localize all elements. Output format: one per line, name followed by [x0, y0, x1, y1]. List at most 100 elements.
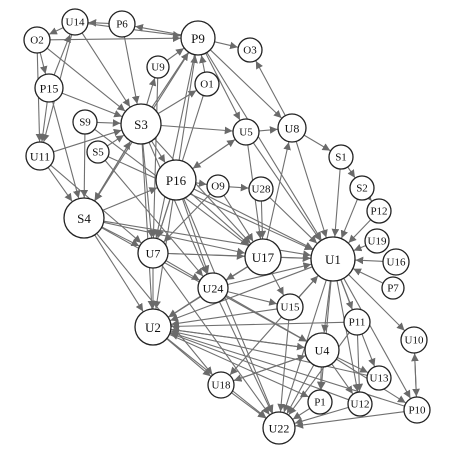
- node-label: U28: [252, 184, 271, 196]
- edge-u28-to-u17: [258, 200, 267, 239]
- node-u22[interactable]: U22: [262, 411, 296, 445]
- edge-s5-to-u24: [104, 160, 204, 277]
- node-circle: [277, 113, 307, 143]
- node-s3[interactable]: S3: [120, 103, 162, 145]
- node-label: P7: [387, 283, 399, 295]
- edge-s3-to-p16: [151, 140, 166, 163]
- edge-p15-to-s3: [61, 92, 123, 118]
- node-circle: [194, 71, 220, 97]
- edge-p6-to-u14: [88, 19, 110, 27]
- node-s2[interactable]: S2: [349, 175, 375, 201]
- edge-s4-to-u2: [94, 234, 144, 312]
- node-u11[interactable]: U11: [25, 141, 55, 171]
- node-u5[interactable]: U5: [232, 118, 260, 146]
- node-p6[interactable]: P6: [108, 10, 136, 38]
- edge-p16-to-u5: [192, 139, 236, 170]
- node-s4[interactable]: S4: [63, 197, 105, 239]
- node-o2[interactable]: O2: [23, 26, 51, 54]
- edge-u15-to-u22: [277, 319, 290, 412]
- node-label: S5: [92, 147, 104, 159]
- node-u17[interactable]: U17: [244, 238, 282, 276]
- edge-u2-to-u18: [166, 338, 212, 377]
- edge-p11-to-u2: [171, 321, 345, 331]
- edge-s2-to-p12: [363, 192, 373, 202]
- node-u10[interactable]: U10: [400, 326, 428, 354]
- edge-u9-to-u7: [149, 77, 159, 238]
- node-u28[interactable]: U28: [248, 176, 274, 202]
- node-label: S2: [356, 183, 368, 195]
- node-circle: [237, 37, 263, 63]
- node-s5[interactable]: S5: [86, 140, 110, 164]
- node-p16[interactable]: P16: [155, 159, 197, 201]
- node-u2[interactable]: U2: [134, 308, 172, 346]
- edge-u5-to-u1: [252, 142, 321, 241]
- node-circle: [366, 365, 392, 391]
- node-circle: [207, 371, 235, 399]
- node-label: U14: [66, 17, 85, 29]
- node-circle: [310, 236, 356, 282]
- edges-layer: [35, 19, 420, 429]
- node-u9[interactable]: U9: [146, 55, 170, 79]
- edge-u28-to-u1: [269, 197, 318, 244]
- node-u4[interactable]: U4: [304, 332, 340, 368]
- node-o1[interactable]: O1: [194, 71, 220, 97]
- node-s1[interactable]: S1: [328, 144, 354, 170]
- edge-p16-to-u1: [193, 188, 314, 250]
- node-p10[interactable]: P10: [403, 396, 431, 424]
- node-circle: [381, 276, 405, 300]
- node-u1[interactable]: U1: [310, 236, 356, 282]
- node-label: U1: [325, 252, 341, 267]
- edge-p10-to-u10: [411, 353, 419, 398]
- node-circle: [72, 109, 98, 135]
- edge-s3-to-u2: [141, 143, 156, 309]
- node-label: U11: [30, 150, 50, 164]
- node-u18[interactable]: U18: [207, 371, 235, 399]
- node-label: U15: [281, 302, 300, 314]
- node-u14[interactable]: U14: [61, 8, 89, 36]
- edge-u7-to-u24: [165, 260, 200, 281]
- node-p12[interactable]: P12: [366, 198, 392, 224]
- node-label: P9: [191, 31, 205, 46]
- node-circle: [108, 10, 136, 38]
- edge-u7-to-u22: [161, 264, 270, 415]
- node-u13[interactable]: U13: [366, 365, 392, 391]
- node-o3[interactable]: O3: [237, 37, 263, 63]
- edge-s4-to-p16: [102, 187, 158, 211]
- node-u7[interactable]: U7: [137, 237, 169, 269]
- node-o9[interactable]: O9: [206, 174, 230, 198]
- node-u12[interactable]: U12: [347, 391, 373, 417]
- edge-o2-to-p15: [39, 52, 48, 75]
- node-circle: [382, 248, 410, 276]
- edge-p9-to-u1: [206, 52, 322, 241]
- node-u19[interactable]: U19: [364, 228, 390, 254]
- edge-p16-to-o9: [195, 179, 207, 188]
- node-circle: [134, 308, 172, 346]
- node-s9[interactable]: S9: [72, 109, 98, 135]
- node-circle: [86, 140, 110, 164]
- edge-p9-to-u5: [205, 52, 241, 121]
- edge-s4-to-u17: [103, 221, 246, 256]
- node-p7[interactable]: P7: [381, 276, 405, 300]
- node-u16[interactable]: U16: [382, 248, 410, 276]
- edge-u24-to-u15: [227, 291, 278, 306]
- edge-s2-to-u1: [340, 198, 359, 239]
- node-u24[interactable]: U24: [197, 272, 229, 304]
- node-p9[interactable]: P9: [180, 20, 216, 56]
- node-p15[interactable]: P15: [34, 73, 64, 103]
- edge-o1-to-p9: [199, 55, 207, 73]
- node-label: P15: [40, 82, 59, 96]
- node-label: U12: [351, 399, 370, 411]
- node-u15[interactable]: U15: [276, 293, 304, 321]
- node-label: U8: [285, 122, 300, 136]
- node-label: P10: [408, 405, 426, 417]
- node-p1[interactable]: P1: [307, 389, 333, 415]
- edge-s9-to-s3: [96, 119, 121, 127]
- edge-u13-to-u2: [170, 329, 368, 376]
- edge-s3-to-u24: [148, 142, 208, 275]
- edge-u11-to-s4: [47, 167, 73, 202]
- edge-u15-to-u2: [171, 308, 278, 328]
- node-p11[interactable]: P11: [343, 308, 371, 336]
- edge-o2-to-p9: [49, 34, 181, 43]
- edge-u14-to-s3: [81, 32, 131, 108]
- node-u8[interactable]: U8: [277, 113, 307, 143]
